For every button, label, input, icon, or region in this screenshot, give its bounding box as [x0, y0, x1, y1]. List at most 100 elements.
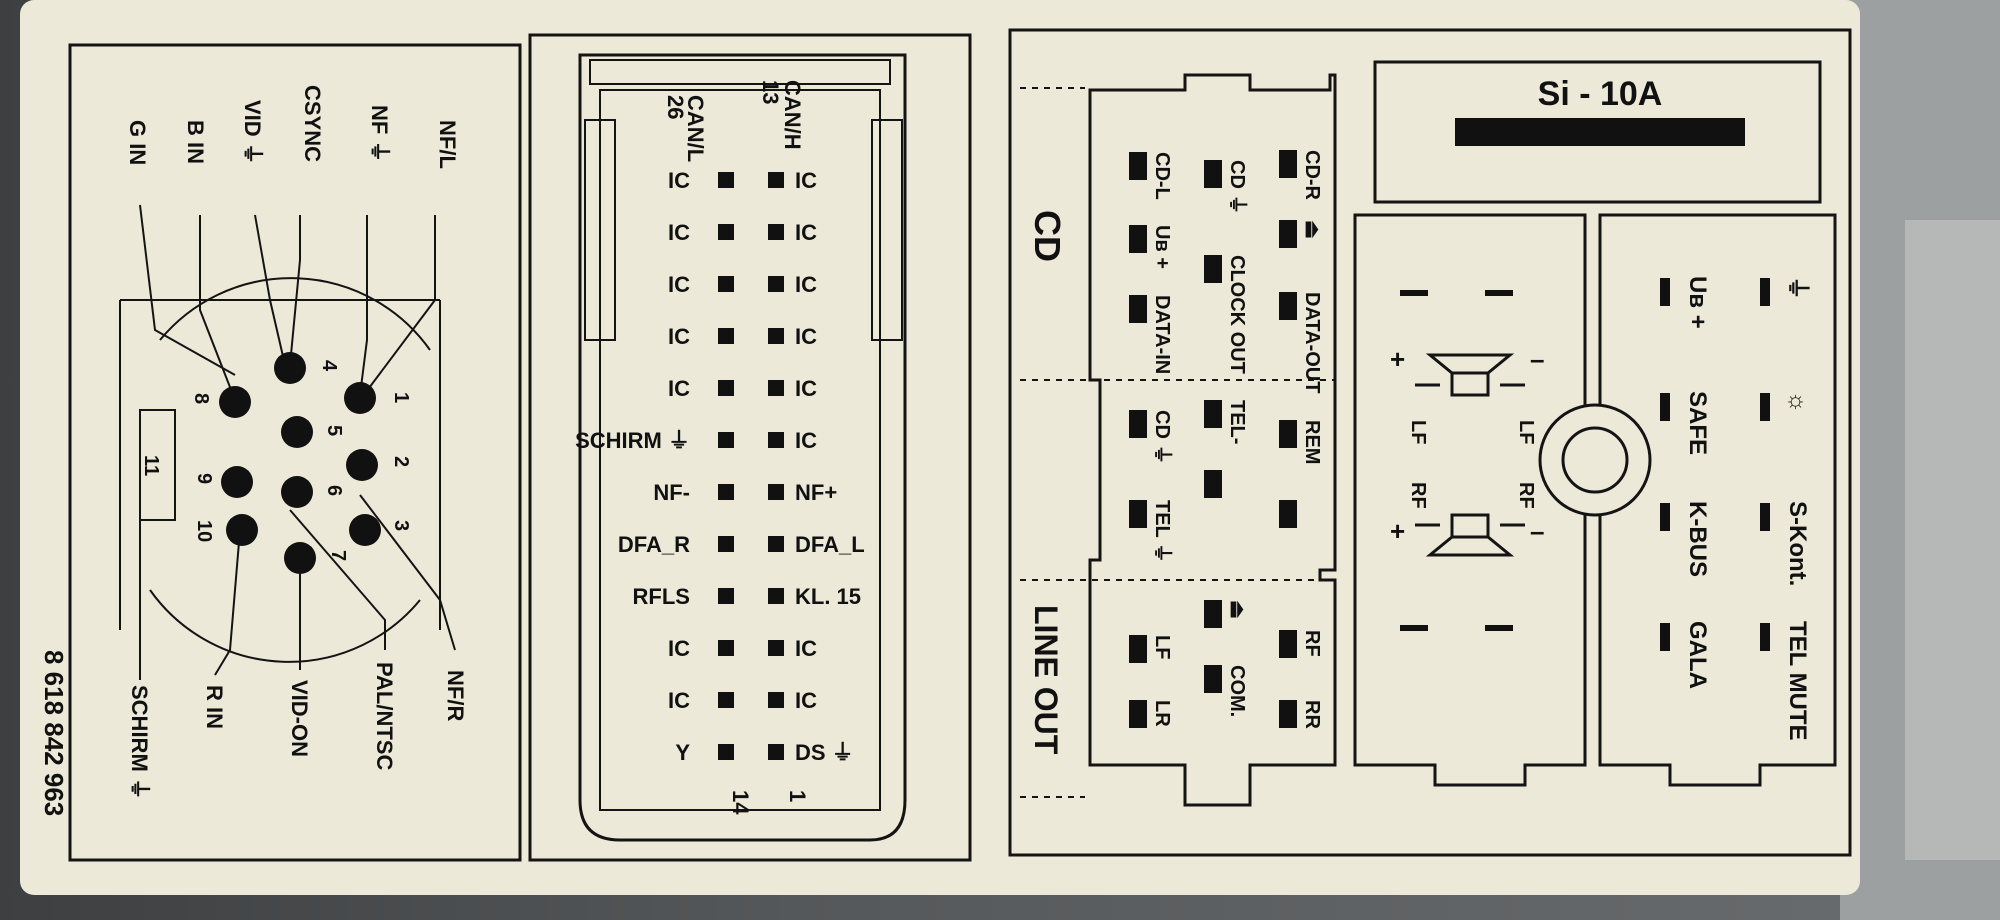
- mid-a-label: TEL ⏚: [1151, 500, 1174, 563]
- power-left-label: SAFE: [1684, 391, 1711, 455]
- round-top-label: NF ⏚: [367, 105, 392, 162]
- can-right-pin: [768, 484, 784, 500]
- mid-a-label: CD ⏚: [1151, 410, 1174, 464]
- power-right-label: TEL MUTE: [1784, 621, 1811, 741]
- can-right-row-label: IC: [795, 220, 817, 245]
- can-right-pin: [768, 640, 784, 656]
- power-right-pin: [1760, 503, 1770, 531]
- line-b-pin: [1204, 665, 1222, 693]
- can-left-row-label: IC: [668, 324, 690, 349]
- cd-c-label: ⏏: [1301, 220, 1323, 239]
- can-left-row-label: IC: [668, 688, 690, 713]
- mid-c-pin: [1279, 500, 1297, 528]
- can-right-row-label: IC: [795, 688, 817, 713]
- round-top-label: NF/L: [435, 120, 460, 169]
- power-right-label: ☼: [1784, 391, 1811, 413]
- can-left-pin: [718, 328, 734, 344]
- pin11-shield: [139, 409, 176, 521]
- cd-a-label: DATA-IN: [1151, 295, 1173, 374]
- line-c-pin: [1279, 630, 1297, 658]
- mid-a-pin: [1129, 410, 1147, 438]
- speaker-minus: –: [1530, 516, 1544, 546]
- cd-section-label: CD: [1027, 210, 1068, 262]
- pin-5: [281, 416, 313, 448]
- speaker-dash: [1485, 625, 1513, 631]
- can-latch-top: [589, 59, 891, 85]
- can-right-row-label: DS ⏚: [795, 740, 854, 765]
- round-bottom-label: R IN: [202, 685, 227, 729]
- can-left-row-label: IC: [668, 636, 690, 661]
- svg-text:7: 7: [327, 550, 349, 561]
- line-b-label: COM.: [1226, 665, 1248, 717]
- can-left-row-label: IC: [668, 168, 690, 193]
- connector-arc: [149, 589, 421, 663]
- can-left-pin: [718, 224, 734, 240]
- round-pins: [219, 352, 381, 574]
- can-right-row-label: IC: [795, 376, 817, 401]
- pin-10: [226, 514, 258, 546]
- line-b-pin: [1204, 600, 1222, 628]
- can-right-pin: [768, 432, 784, 448]
- svg-text:1: 1: [390, 392, 412, 403]
- can-header-left-pin: 26: [663, 95, 688, 119]
- mid-c-pin: [1279, 420, 1297, 448]
- center-screw-inner: [1561, 426, 1629, 494]
- can-housing-outer: [578, 53, 907, 842]
- fuse-bar: [1455, 118, 1745, 146]
- fuse-box: [1373, 60, 1822, 204]
- mid-c-label: REM: [1301, 420, 1323, 464]
- speaker-dash: [1400, 625, 1428, 631]
- power-left-pin: [1660, 278, 1670, 306]
- can-left-pin: [718, 380, 734, 396]
- cd-b-pin: [1204, 160, 1222, 188]
- can-left-row-label: IC: [668, 272, 690, 297]
- cd-b-label: CD ⏚: [1226, 160, 1249, 214]
- can-right-row-label: IC: [795, 636, 817, 661]
- can-latch-right: [871, 119, 903, 341]
- can-right-pin: [768, 224, 784, 240]
- can-left-pin: [718, 744, 734, 760]
- power-left-label: K-BUS: [1684, 501, 1711, 577]
- round-top-label: G IN: [125, 120, 150, 165]
- can-left-row-label: SCHIRM ⏚: [575, 428, 690, 453]
- round-connector-panel: NF/L NF ⏚ CSYNC VID ⏚ B IN G IN: [68, 43, 522, 862]
- speaker-plus: +: [1390, 516, 1405, 546]
- can-housing-inner: [599, 89, 881, 811]
- cd-a-pin: [1129, 295, 1147, 323]
- speaker-label: RF: [1407, 482, 1429, 509]
- cd-a-label: Uʙ +: [1151, 225, 1173, 269]
- pin-9: [221, 466, 253, 498]
- can-left-row-label: NF-: [653, 480, 690, 505]
- round-top-label: B IN: [183, 120, 208, 164]
- can-right-pin: [768, 328, 784, 344]
- cd-c-pin: [1279, 150, 1297, 178]
- can-header-right-label: CAN/H: [780, 80, 805, 150]
- connector-outline: [119, 299, 441, 630]
- cd-c-label: DATA-OUT: [1301, 292, 1323, 393]
- svg-text:3: 3: [390, 520, 412, 531]
- can-left-pin: [718, 536, 734, 552]
- power-right-pin: [1760, 623, 1770, 651]
- speaker-label: LF: [1407, 420, 1429, 444]
- line-c-label: RR: [1301, 700, 1323, 729]
- speaker-minus: –: [1530, 344, 1544, 374]
- svg-text:9: 9: [193, 473, 215, 484]
- power-left-pin: [1660, 623, 1670, 651]
- round-bottom-label: SCHIRM ⏚: [127, 685, 152, 800]
- round-top-label: VID ⏚: [240, 100, 265, 165]
- pin-1: [344, 382, 376, 414]
- speaker-front-icon: [1415, 353, 1525, 397]
- pin-3: [349, 514, 381, 546]
- metal-bracket: [1905, 220, 2000, 860]
- can-left-pin: [718, 692, 734, 708]
- can-right-row-label: IC: [795, 428, 817, 453]
- svg-text:8: 8: [190, 393, 212, 404]
- can-right-row-label: KL. 15: [795, 584, 861, 609]
- can-left-row-label: IC: [668, 376, 690, 401]
- round-top-label: CSYNC: [300, 85, 325, 162]
- round-bottom-label: VID-ON: [287, 680, 312, 757]
- cd-b-pin: [1204, 255, 1222, 283]
